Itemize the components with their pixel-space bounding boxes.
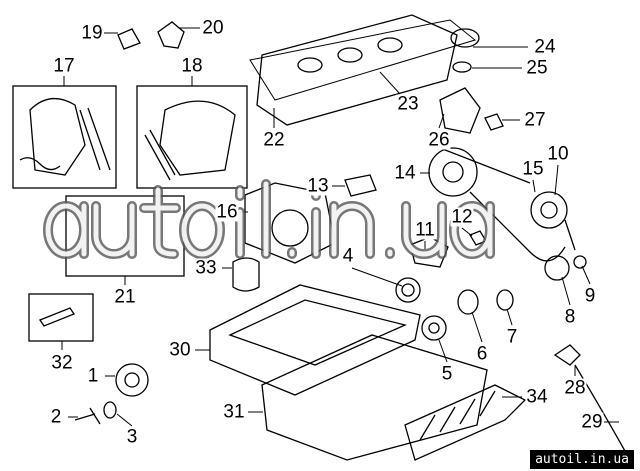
callout-18: 18 [180, 55, 204, 77]
idler-pulley [544, 255, 570, 281]
callout-34: 34 [525, 386, 549, 408]
watermark-glyph [181, 203, 223, 257]
dipstick-handle [553, 344, 581, 366]
callout-26: 26 [427, 129, 451, 151]
site-label: autoil.in.ua [530, 450, 634, 469]
intake-manifold [404, 384, 527, 461]
callout-6: 6 [475, 343, 489, 365]
seal-6 [457, 289, 479, 315]
callout-31: 31 [222, 401, 246, 423]
callout-28: 28 [563, 377, 587, 399]
timing-cover-lower [159, 100, 236, 176]
watermark-glyphs [43, 179, 495, 259]
callout-23: 23 [396, 93, 420, 115]
washer-3 [103, 401, 117, 419]
timing-cover-upper [29, 98, 86, 176]
callout-12: 12 [450, 206, 474, 228]
callout-9: 9 [583, 285, 597, 307]
cap-gasket [452, 61, 472, 73]
tensioner-pulley [530, 191, 568, 229]
watermark-glyph [141, 187, 179, 257]
oil-pan-lower [261, 334, 488, 461]
callout-11: 11 [414, 219, 436, 241]
callout-30: 30 [168, 339, 192, 361]
callout-22: 22 [262, 129, 286, 151]
thermostat-housing [439, 87, 481, 134]
oil-pan-upper [209, 284, 421, 396]
seal-7 [496, 289, 514, 311]
valve-cover-gasket [249, 19, 477, 101]
callout-5: 5 [440, 363, 454, 385]
oil-filler-cap [450, 28, 480, 48]
callout-24: 24 [533, 36, 557, 58]
bracket-20 [157, 21, 185, 49]
callout-2: 2 [49, 406, 63, 428]
callout-32: 32 [50, 352, 74, 374]
crank-pulley [115, 363, 149, 397]
callout-29: 29 [580, 411, 604, 433]
callout-7: 7 [505, 326, 519, 348]
camshaft-sprocket [428, 147, 478, 197]
callout-25: 25 [525, 57, 549, 79]
sealant-tube [39, 307, 75, 327]
callout-1: 1 [86, 365, 100, 387]
callout-33: 33 [194, 257, 218, 279]
seal-strips-17 [79, 107, 111, 171]
callout-15: 15 [521, 158, 545, 180]
sensor-13 [344, 174, 377, 197]
callout-19: 19 [80, 22, 104, 44]
seal-strips-18 [144, 129, 176, 181]
watermark-glyph [45, 203, 87, 257]
sealant-box-32 [28, 293, 94, 342]
callout-4: 4 [341, 245, 355, 267]
callout-13: 13 [306, 175, 330, 197]
callout-8: 8 [563, 306, 577, 328]
timing-belt [439, 147, 576, 262]
watermark-glyph [93, 203, 135, 257]
bearing-4 [395, 277, 421, 303]
bolt-2 [74, 407, 101, 425]
callout-10: 10 [546, 143, 570, 165]
watermark-glyph [331, 203, 373, 257]
leader-lines [61, 27, 619, 427]
bolt-9 [573, 255, 587, 269]
gasket-strip-17 [19, 157, 61, 171]
callout-16: 16 [215, 201, 239, 223]
crank-sprocket [421, 315, 447, 341]
callout-27: 27 [523, 109, 547, 131]
bracket-19 [117, 28, 141, 50]
valve-cover [256, 14, 458, 126]
callout-3: 3 [125, 426, 139, 448]
callout-17: 17 [52, 55, 76, 77]
callout-21: 21 [113, 286, 137, 308]
watermark-glyph [403, 203, 445, 257]
callout-20: 20 [201, 17, 225, 39]
hose-fitting [484, 113, 504, 131]
callout-14: 14 [393, 162, 417, 184]
